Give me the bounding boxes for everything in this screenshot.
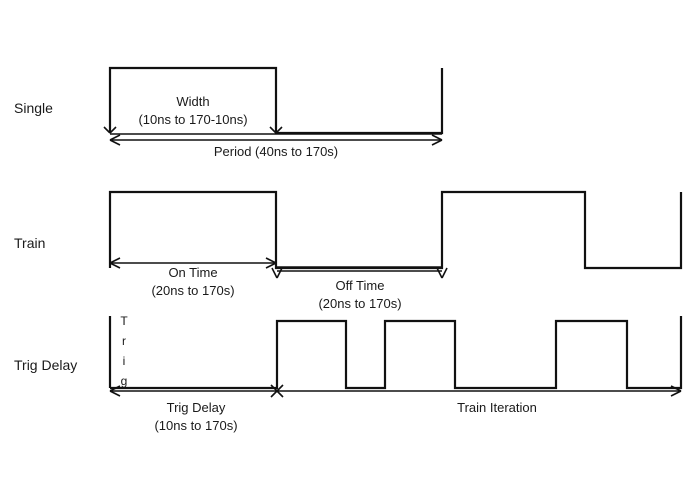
train-iteration-dimension bbox=[277, 385, 682, 397]
row-single: Single Width (10ns to 170-10ns) Period (… bbox=[14, 66, 444, 159]
caption-off-time-line1: Off Time bbox=[336, 278, 385, 293]
trig-letter-3: g bbox=[121, 374, 128, 388]
row-label-single: Single bbox=[14, 100, 53, 116]
caption-trig-delay-line1: Trig Delay bbox=[167, 400, 226, 415]
row-train: Train On Time (20ns to 170s) Off Time (2… bbox=[14, 190, 683, 311]
waveform-single bbox=[108, 66, 444, 135]
caption-on-time-line2: (20ns to 170s) bbox=[151, 283, 234, 298]
caption-off-time-line2: (20ns to 170s) bbox=[318, 296, 401, 311]
off-time-dimension bbox=[271, 266, 448, 279]
trig-vertical-label: T r i g bbox=[120, 314, 128, 388]
width-tick-right bbox=[269, 126, 283, 134]
caption-train-iteration: Train Iteration bbox=[457, 400, 537, 415]
caption-on-time-line1: On Time bbox=[168, 265, 217, 280]
caption-width-line2: (10ns to 170-10ns) bbox=[138, 112, 247, 127]
trig-letter-0: T bbox=[120, 314, 128, 328]
caption-period: Period (40ns to 170s) bbox=[214, 144, 338, 159]
trig-letter-1: r bbox=[122, 334, 126, 348]
trig-delay-dimension bbox=[109, 384, 284, 398]
caption-trig-delay-line2: (10ns to 170s) bbox=[154, 418, 237, 433]
off-time-arrowhead-left bbox=[271, 267, 283, 279]
on-time-dimension bbox=[109, 257, 277, 269]
waveform-train bbox=[108, 190, 683, 270]
on-time-arrowhead-left bbox=[109, 257, 121, 269]
on-time-arrowhead-right bbox=[265, 257, 277, 269]
period-arrowhead-right bbox=[431, 134, 443, 146]
trig-delay-arrowhead-left bbox=[109, 385, 121, 397]
period-dimension bbox=[103, 126, 443, 146]
row-trig-delay: Trig Delay T r i g Trig Delay (10ns bbox=[14, 314, 683, 433]
trig-letter-2: i bbox=[123, 354, 126, 368]
row-label-train: Train bbox=[14, 235, 45, 251]
caption-width-line1: Width bbox=[176, 94, 209, 109]
row-label-trig-delay: Trig Delay bbox=[14, 357, 77, 373]
width-tick-left bbox=[103, 126, 117, 134]
waveform-trig-delay bbox=[108, 316, 683, 390]
train-iteration-arrowhead-right bbox=[670, 385, 682, 397]
off-time-arrowhead-right bbox=[436, 267, 448, 279]
period-arrowhead-left bbox=[109, 134, 121, 146]
